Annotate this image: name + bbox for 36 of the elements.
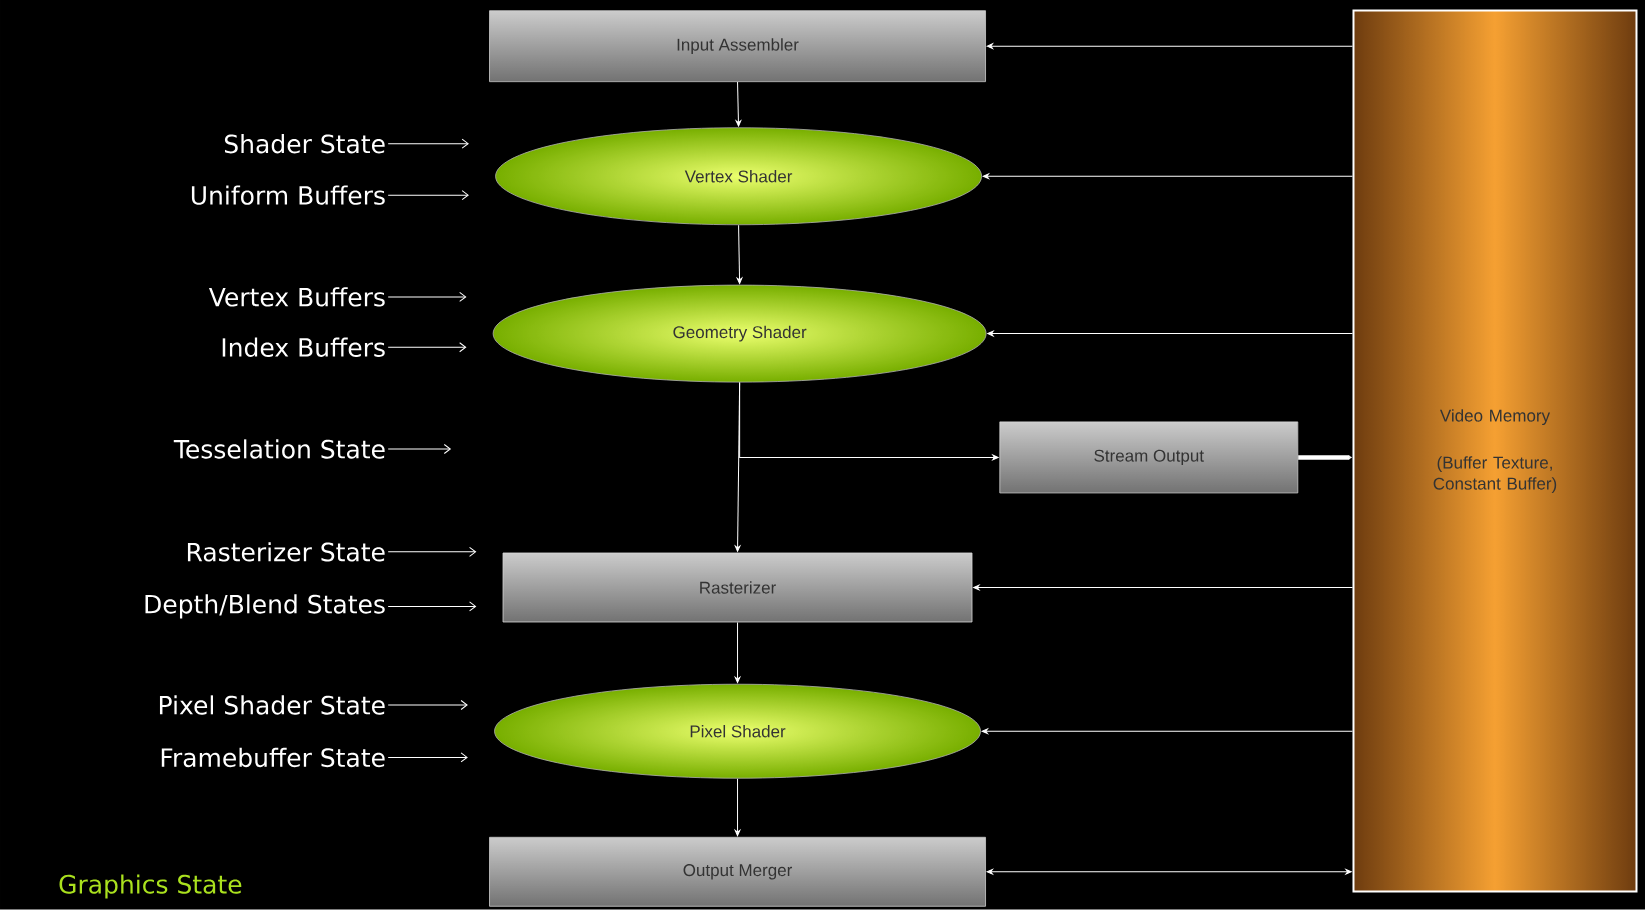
arrow (735, 81, 742, 127)
arrow (986, 43, 1353, 50)
arrow (982, 173, 1353, 180)
state-label: Depth/Blend States (145, 594, 385, 619)
state-arrow (387, 601, 477, 612)
state-arrow (387, 444, 451, 455)
arrow (736, 224, 743, 285)
process-box: Output Merger (489, 837, 986, 907)
state-label: Pixel Shader State (159, 695, 385, 715)
memory-box: Video Memory (Buffer Texture, Constant Buffer) (1352, 9, 1638, 893)
state-arrow (387, 292, 467, 303)
state-label: Shader State (224, 134, 385, 154)
state-label: Uniform Buffers (191, 185, 385, 206)
arrow (739, 382, 999, 461)
arrow (734, 622, 741, 684)
state-label: Framebuffer State (161, 748, 385, 768)
state-arrow (387, 190, 469, 201)
state-label: Tesselation State (173, 439, 385, 459)
arrow (973, 584, 1353, 591)
section-heading: Graphics State (59, 874, 242, 899)
arrow (981, 728, 1353, 735)
state-label: Index Buffers (222, 337, 385, 358)
state-arrow (387, 547, 477, 558)
arrow (986, 869, 1352, 875)
state-arrow (387, 342, 467, 353)
arrow (734, 778, 741, 837)
state-label: Vertex Buffers (208, 287, 385, 307)
state-label: Rasterizer State (187, 542, 385, 562)
process-box: Rasterizer (502, 552, 973, 623)
process-box: Stream Output (999, 421, 1299, 494)
state-arrow (387, 700, 468, 711)
arrow (1298, 455, 1352, 460)
process-box: Input Assembler (489, 10, 986, 83)
arrow (987, 331, 1353, 337)
state-arrow (387, 138, 469, 149)
state-arrow (387, 752, 468, 763)
